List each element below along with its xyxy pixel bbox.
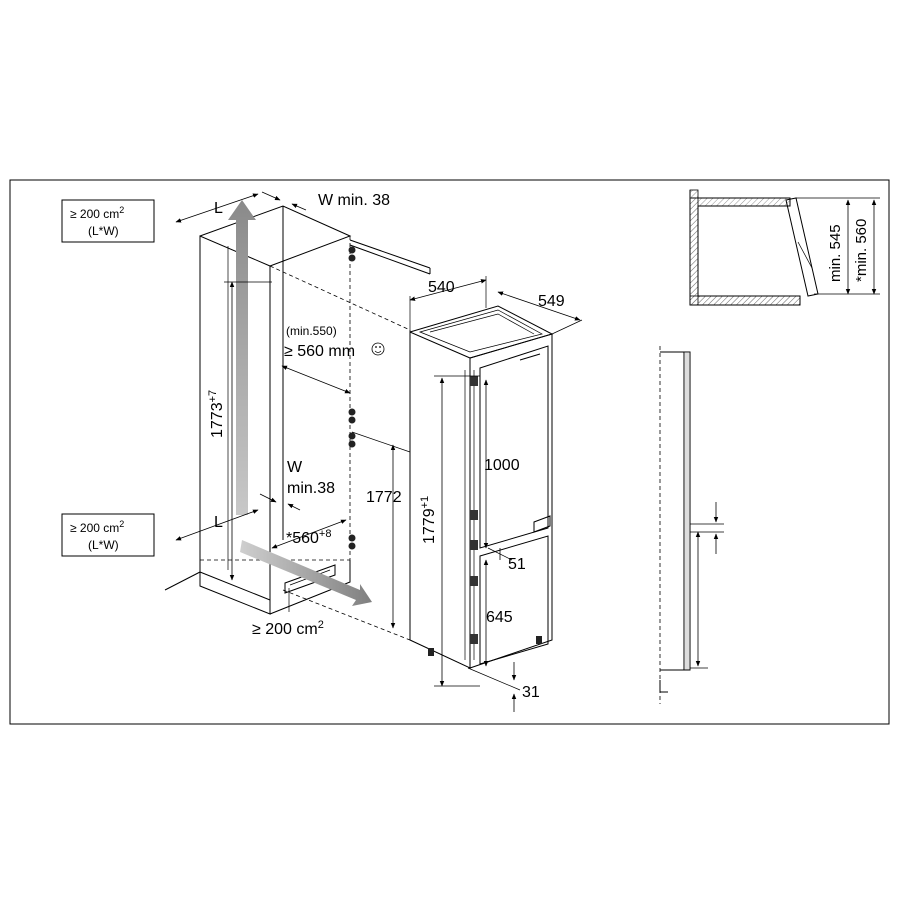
bottom-31-label: 31: [522, 684, 540, 701]
width-549-label: 549: [538, 293, 565, 310]
section-top-view: [689, 189, 880, 306]
appliance-height-door-label: 1772: [366, 489, 402, 506]
gap-51-label: 51: [508, 556, 526, 573]
side-min-545-label: min. 545: [827, 224, 844, 282]
vent-floor-area-label: ≥ 200 cm2: [252, 619, 324, 638]
l-top-label: L: [214, 200, 223, 217]
vent-bottom-area-label: ≥ 200 cm2: [70, 519, 124, 535]
l-bottom-label: L: [214, 514, 223, 531]
depth-540-label: 540: [428, 279, 455, 296]
airflow-in-arrow: [240, 540, 372, 606]
section-side-view: [659, 346, 724, 704]
vent-top-box: [61, 199, 155, 243]
w-min-mid-label: min.38: [287, 480, 335, 497]
w-min-top-label: W min. 38: [318, 192, 390, 209]
lower-door-label: 645: [486, 609, 513, 626]
upper-door-label: 1000: [484, 457, 520, 474]
niche-width-label: *560+8: [286, 528, 331, 547]
vent-bottom-box: [61, 513, 155, 557]
side-min-560-label: *min. 560: [853, 219, 870, 282]
niche-depth-min-label: (min.550): [286, 324, 337, 338]
vent-bottom-lw-label: (L*W): [88, 538, 119, 552]
vent-top-area-label: ≥ 200 cm2: [70, 205, 124, 221]
hinge-icon: [348, 246, 356, 550]
appliance: [409, 276, 583, 712]
niche-height-label: 1773+7: [207, 390, 226, 438]
drawing-frame: [9, 179, 890, 725]
appliance-height-label: 1779+1: [419, 496, 438, 544]
w-label-mid: W: [287, 459, 303, 476]
vent-top-lw-label: (L*W): [88, 224, 119, 238]
airflow-up-arrow: [228, 200, 256, 515]
smiley-icon: [371, 342, 385, 356]
cabinet-niche: [164, 191, 431, 641]
niche-depth-label: ≥ 560 mm: [284, 343, 355, 360]
